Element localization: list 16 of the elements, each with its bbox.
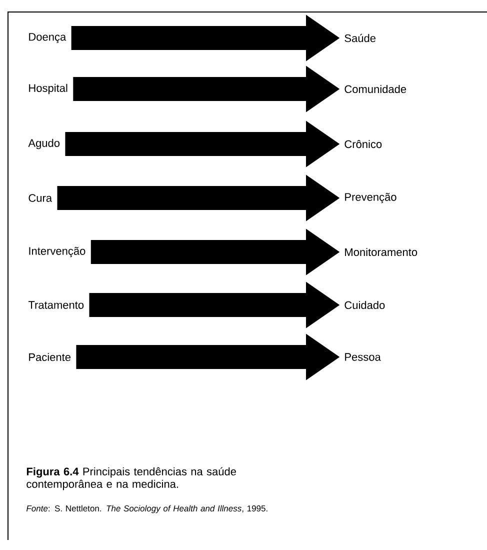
term-label: Agudo bbox=[28, 138, 60, 150]
term-label: Comunidade bbox=[344, 84, 406, 94]
term-label: Monitoramento bbox=[345, 248, 418, 256]
term-label: Intervenção bbox=[29, 246, 86, 258]
term-label: Tratamento bbox=[28, 301, 84, 309]
term-label: Saúde bbox=[344, 34, 376, 42]
term-label: Crônico bbox=[344, 140, 382, 148]
term-label: Cuidado bbox=[344, 300, 385, 310]
term-label: Hospital bbox=[29, 84, 68, 94]
figure-caption: Figura 6.4 Principais tendências na saúde contemporânea e na medicina. bbox=[26, 467, 236, 490]
term-label: Prevenção bbox=[345, 192, 396, 204]
term-label: Paciente bbox=[29, 352, 71, 362]
term-label: Cura bbox=[28, 194, 52, 202]
term-label: Pessoa bbox=[345, 353, 381, 361]
source-note: Fonte: S. Nettleton. The Sociology of Health and Illness, 1995. bbox=[26, 505, 268, 514]
term-label: Doença bbox=[29, 33, 66, 43]
